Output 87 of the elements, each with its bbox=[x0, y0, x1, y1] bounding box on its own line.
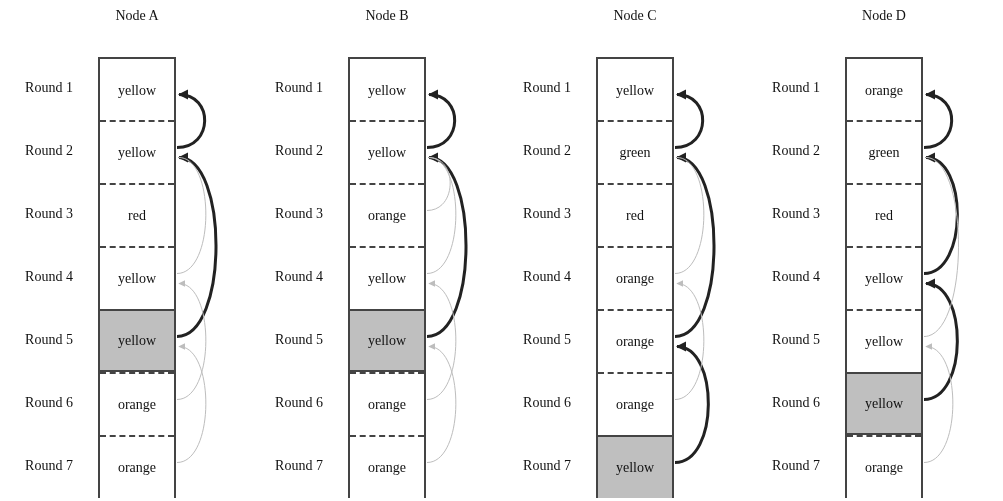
cell-value: green bbox=[868, 144, 900, 161]
arrow bbox=[674, 281, 705, 400]
round-label: Round 2 bbox=[522, 142, 572, 159]
round-label: Round 6 bbox=[522, 394, 572, 411]
state-cell bbox=[847, 435, 921, 498]
round-label: Round 1 bbox=[24, 79, 74, 96]
round-label: Round 5 bbox=[274, 331, 324, 348]
cell-value: green bbox=[619, 144, 651, 161]
cell-value: yellow bbox=[117, 332, 157, 349]
cell-value: orange bbox=[367, 207, 407, 224]
state-column bbox=[98, 57, 176, 498]
column-heading: Node C bbox=[612, 8, 658, 24]
cell-value: orange bbox=[615, 270, 655, 287]
round-label: Round 7 bbox=[522, 457, 572, 474]
cell-value: yellow bbox=[117, 144, 157, 161]
cell-value: yellow bbox=[615, 459, 655, 476]
arrow bbox=[176, 281, 207, 400]
arrow bbox=[923, 90, 954, 149]
state-column bbox=[845, 57, 923, 498]
state-cell bbox=[100, 435, 174, 498]
round-label: Round 1 bbox=[274, 79, 324, 96]
round-label: Round 1 bbox=[522, 79, 572, 96]
round-label: Round 5 bbox=[24, 331, 74, 348]
highlighted-cell bbox=[598, 435, 672, 498]
round-label: Round 4 bbox=[24, 268, 74, 285]
cell-value: orange bbox=[367, 459, 407, 476]
cell-value: orange bbox=[117, 459, 157, 476]
round-label: Round 2 bbox=[771, 142, 821, 159]
cell-value: orange bbox=[367, 396, 407, 413]
cell-value: orange bbox=[117, 396, 157, 413]
arrow bbox=[426, 281, 457, 400]
highlighted-cell bbox=[100, 309, 174, 372]
round-label: Round 2 bbox=[24, 142, 74, 159]
cell-value: red bbox=[626, 207, 644, 224]
cell-value: orange bbox=[615, 396, 655, 413]
cell-value: yellow bbox=[117, 82, 157, 99]
arrow bbox=[674, 343, 710, 464]
arrow bbox=[176, 155, 218, 338]
round-label: Round 3 bbox=[771, 205, 821, 222]
cell-value: yellow bbox=[367, 82, 407, 99]
round-label: Round 7 bbox=[24, 457, 74, 474]
highlighted-cell bbox=[350, 309, 424, 372]
arrow bbox=[176, 90, 207, 149]
state-column bbox=[596, 57, 674, 498]
round-label: Round 3 bbox=[522, 205, 572, 222]
round-label: Round 6 bbox=[24, 394, 74, 411]
round-label: Round 3 bbox=[274, 205, 324, 222]
arrow bbox=[426, 90, 457, 149]
arrow bbox=[426, 344, 457, 463]
arrow bbox=[923, 154, 959, 275]
arrow bbox=[923, 280, 959, 401]
cell-value: yellow bbox=[864, 395, 904, 412]
arrow bbox=[674, 155, 716, 338]
state-cell bbox=[350, 435, 424, 498]
highlighted-cell bbox=[847, 372, 921, 435]
cell-value: yellow bbox=[117, 270, 157, 287]
round-label: Round 6 bbox=[274, 394, 324, 411]
round-label: Round 4 bbox=[274, 268, 324, 285]
column-heading: Node D bbox=[861, 8, 907, 24]
cell-value: orange bbox=[615, 333, 655, 350]
round-label: Round 4 bbox=[771, 268, 821, 285]
round-label: Round 1 bbox=[771, 79, 821, 96]
round-label: Round 5 bbox=[771, 331, 821, 348]
arrow bbox=[176, 344, 207, 463]
column-heading: Node A bbox=[114, 8, 160, 24]
cell-value: red bbox=[875, 207, 893, 224]
cell-value: orange bbox=[864, 82, 904, 99]
cell-value: yellow bbox=[864, 333, 904, 350]
cell-value: red bbox=[128, 207, 146, 224]
arrow bbox=[674, 90, 705, 149]
round-label: Round 6 bbox=[771, 394, 821, 411]
cell-value: orange bbox=[864, 459, 904, 476]
state-column bbox=[348, 57, 426, 498]
arrow bbox=[923, 344, 954, 463]
cell-value: yellow bbox=[367, 332, 407, 349]
cell-value: yellow bbox=[367, 144, 407, 161]
arrow bbox=[426, 155, 468, 338]
cell-value: yellow bbox=[615, 82, 655, 99]
cell-value: yellow bbox=[864, 270, 904, 287]
round-label: Round 7 bbox=[771, 457, 821, 474]
cell-value: yellow bbox=[367, 270, 407, 287]
column-heading: Node B bbox=[364, 8, 410, 24]
round-label: Round 3 bbox=[24, 205, 74, 222]
round-label: Round 2 bbox=[274, 142, 324, 159]
round-label: Round 7 bbox=[274, 457, 324, 474]
round-label: Round 4 bbox=[522, 268, 572, 285]
round-label: Round 5 bbox=[522, 331, 572, 348]
